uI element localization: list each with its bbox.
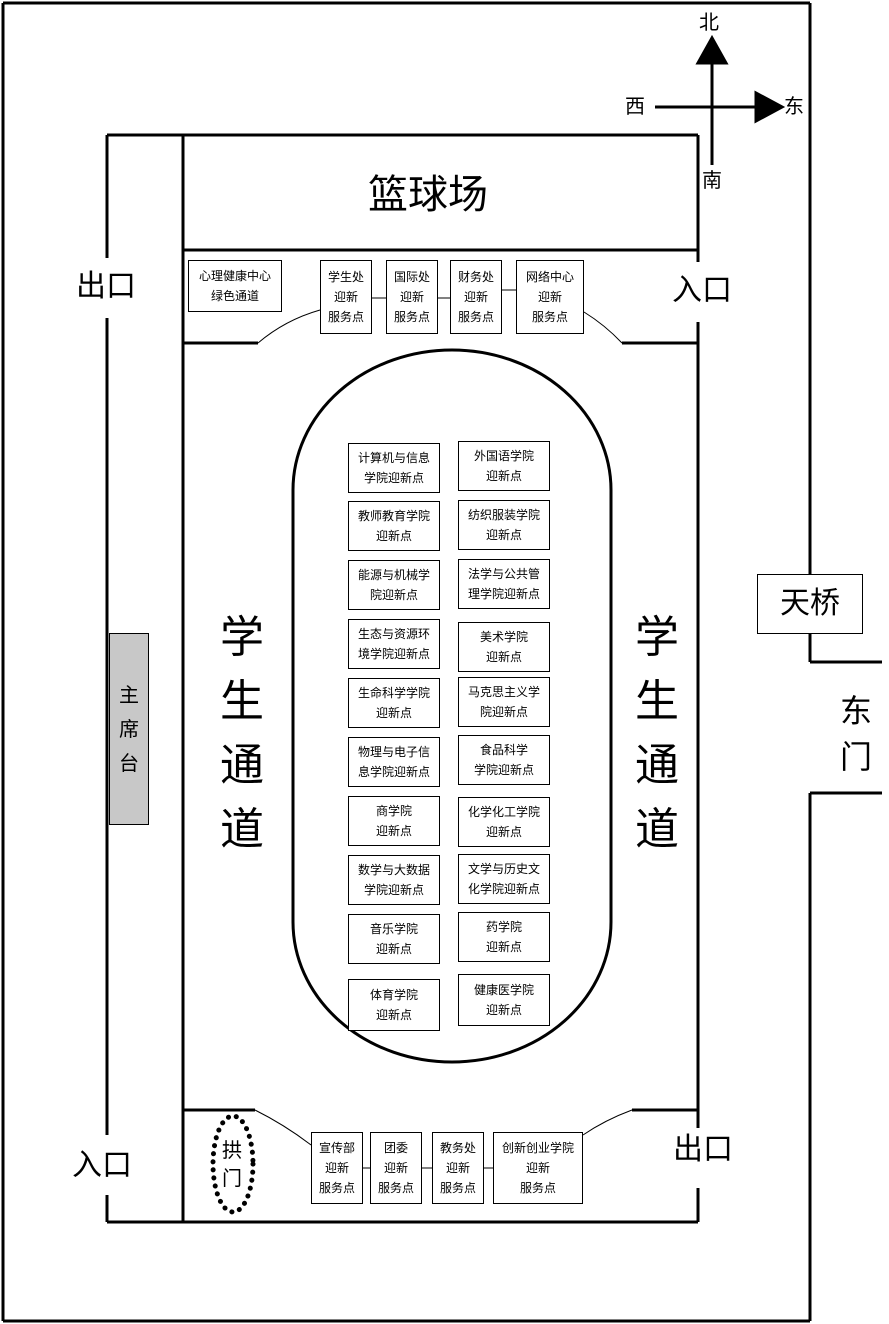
top-service-box-2: 学生处 迎新 服务点 <box>320 260 372 334</box>
college-box-right-7: 化学化工学院 迎新点 <box>458 797 550 847</box>
college-label: 马克思主义学 院迎新点 <box>467 685 540 719</box>
college-box-left-9: 音乐学院 迎新点 <box>348 914 440 964</box>
top-service-label: 网络中心 迎新 服务点 <box>525 270 574 324</box>
college-box-right-6: 食品科学 学院迎新点 <box>458 735 550 785</box>
top-service-label: 财务处 迎新 服务点 <box>457 270 494 324</box>
bottom-service-box-1: 宣传部 迎新 服务点 <box>311 1132 363 1204</box>
main-stage: 主 席 台 <box>109 633 149 825</box>
college-box-right-5: 马克思主义学 院迎新点 <box>458 677 550 727</box>
college-box-right-1: 外国语学院 迎新点 <box>458 441 550 491</box>
top-service-label: 心理健康中心 绿色通道 <box>198 269 271 303</box>
student-lane-right: 学 生 通 道 <box>635 612 679 855</box>
top-service-box-4: 财务处 迎新 服务点 <box>450 260 502 334</box>
college-label: 音乐学院 迎新点 <box>369 922 418 956</box>
college-box-right-8: 文学与历史文 化学院迎新点 <box>458 854 550 904</box>
compass-west: 西 <box>625 94 645 118</box>
college-box-left-1: 计算机与信息 学院迎新点 <box>348 443 440 493</box>
college-box-left-8: 数学与大数据 学院迎新点 <box>348 855 440 905</box>
college-box-left-7: 商学院 迎新点 <box>348 796 440 846</box>
bottom-service-label: 教务处 迎新 服务点 <box>439 1141 476 1195</box>
college-label: 体育学院 迎新点 <box>369 988 418 1022</box>
college-label: 数学与大数据 学院迎新点 <box>357 863 430 897</box>
skybridge-box: 天桥 <box>757 574 863 634</box>
top-service-box-1: 心理健康中心 绿色通道 <box>188 260 282 312</box>
college-label: 生态与资源环 境学院迎新点 <box>357 627 430 661</box>
bottom-service-box-4: 创新创业学院 迎新 服务点 <box>493 1132 583 1204</box>
college-box-right-2: 纺织服装学院 迎新点 <box>458 500 550 550</box>
college-label: 物理与电子信 息学院迎新点 <box>357 745 430 779</box>
skybridge-label: 天桥 <box>780 586 840 621</box>
entrance-southwest-label: 入口 <box>72 1148 132 1183</box>
college-label: 生命科学学院 迎新点 <box>357 686 430 720</box>
college-box-left-6: 物理与电子信 息学院迎新点 <box>348 737 440 787</box>
college-label: 法学与公共管 理学院迎新点 <box>467 567 540 601</box>
college-label: 化学化工学院 迎新点 <box>467 805 540 839</box>
college-box-left-2: 教师教育学院 迎新点 <box>348 501 440 551</box>
bottom-service-label: 创新创业学院 迎新 服务点 <box>501 1141 574 1195</box>
college-box-left-10: 体育学院 迎新点 <box>348 979 440 1031</box>
college-label: 外国语学院 迎新点 <box>473 449 534 483</box>
bottom-service-box-2: 团委 迎新 服务点 <box>370 1132 422 1204</box>
college-label: 健康医学院 迎新点 <box>473 983 534 1017</box>
college-label: 商学院 迎新点 <box>375 804 412 838</box>
college-label: 计算机与信息 学院迎新点 <box>357 451 430 485</box>
bottom-service-label: 团委 迎新 服务点 <box>377 1141 414 1195</box>
top-service-box-5: 网络中心 迎新 服务点 <box>516 260 584 334</box>
compass-north: 北 <box>699 10 719 34</box>
top-service-box-3: 国际处 迎新 服务点 <box>386 260 438 334</box>
college-label: 纺织服装学院 迎新点 <box>467 508 540 542</box>
exit-west-label: 出口 <box>76 269 136 304</box>
arch-gate-label: 拱 门 <box>222 1138 242 1190</box>
main-stage-label: 主 席 台 <box>119 683 139 775</box>
college-box-right-4: 美术学院 迎新点 <box>458 622 550 672</box>
college-box-right-10: 健康医学院 迎新点 <box>458 974 550 1026</box>
college-box-left-3: 能源与机械学 院迎新点 <box>348 560 440 610</box>
college-box-left-4: 生态与资源环 境学院迎新点 <box>348 619 440 669</box>
compass-east: 东 <box>784 94 804 118</box>
college-label: 能源与机械学 院迎新点 <box>357 568 430 602</box>
bottom-service-box-3: 教务处 迎新 服务点 <box>432 1132 484 1204</box>
student-lane-left: 学 生 通 道 <box>220 612 264 855</box>
college-box-left-5: 生命科学学院 迎新点 <box>348 678 440 728</box>
college-box-right-9: 药学院 迎新点 <box>458 912 550 962</box>
college-label: 教师教育学院 迎新点 <box>357 509 430 543</box>
east-gate-label: 东 门 <box>840 692 873 776</box>
top-service-label: 国际处 迎新 服务点 <box>393 270 430 324</box>
college-box-right-3: 法学与公共管 理学院迎新点 <box>458 559 550 609</box>
college-label: 食品科学 学院迎新点 <box>473 743 534 777</box>
exit-southeast-label: 出口 <box>673 1132 733 1167</box>
compass-south: 南 <box>702 168 722 192</box>
top-service-label: 学生处 迎新 服务点 <box>327 270 364 324</box>
basketball-court-label: 篮球场 <box>368 172 488 218</box>
entrance-east-label: 入口 <box>672 273 732 308</box>
college-label: 文学与历史文 化学院迎新点 <box>467 862 540 896</box>
college-label: 药学院 迎新点 <box>485 920 522 954</box>
college-label: 美术学院 迎新点 <box>479 630 528 664</box>
bottom-service-label: 宣传部 迎新 服务点 <box>318 1141 355 1195</box>
